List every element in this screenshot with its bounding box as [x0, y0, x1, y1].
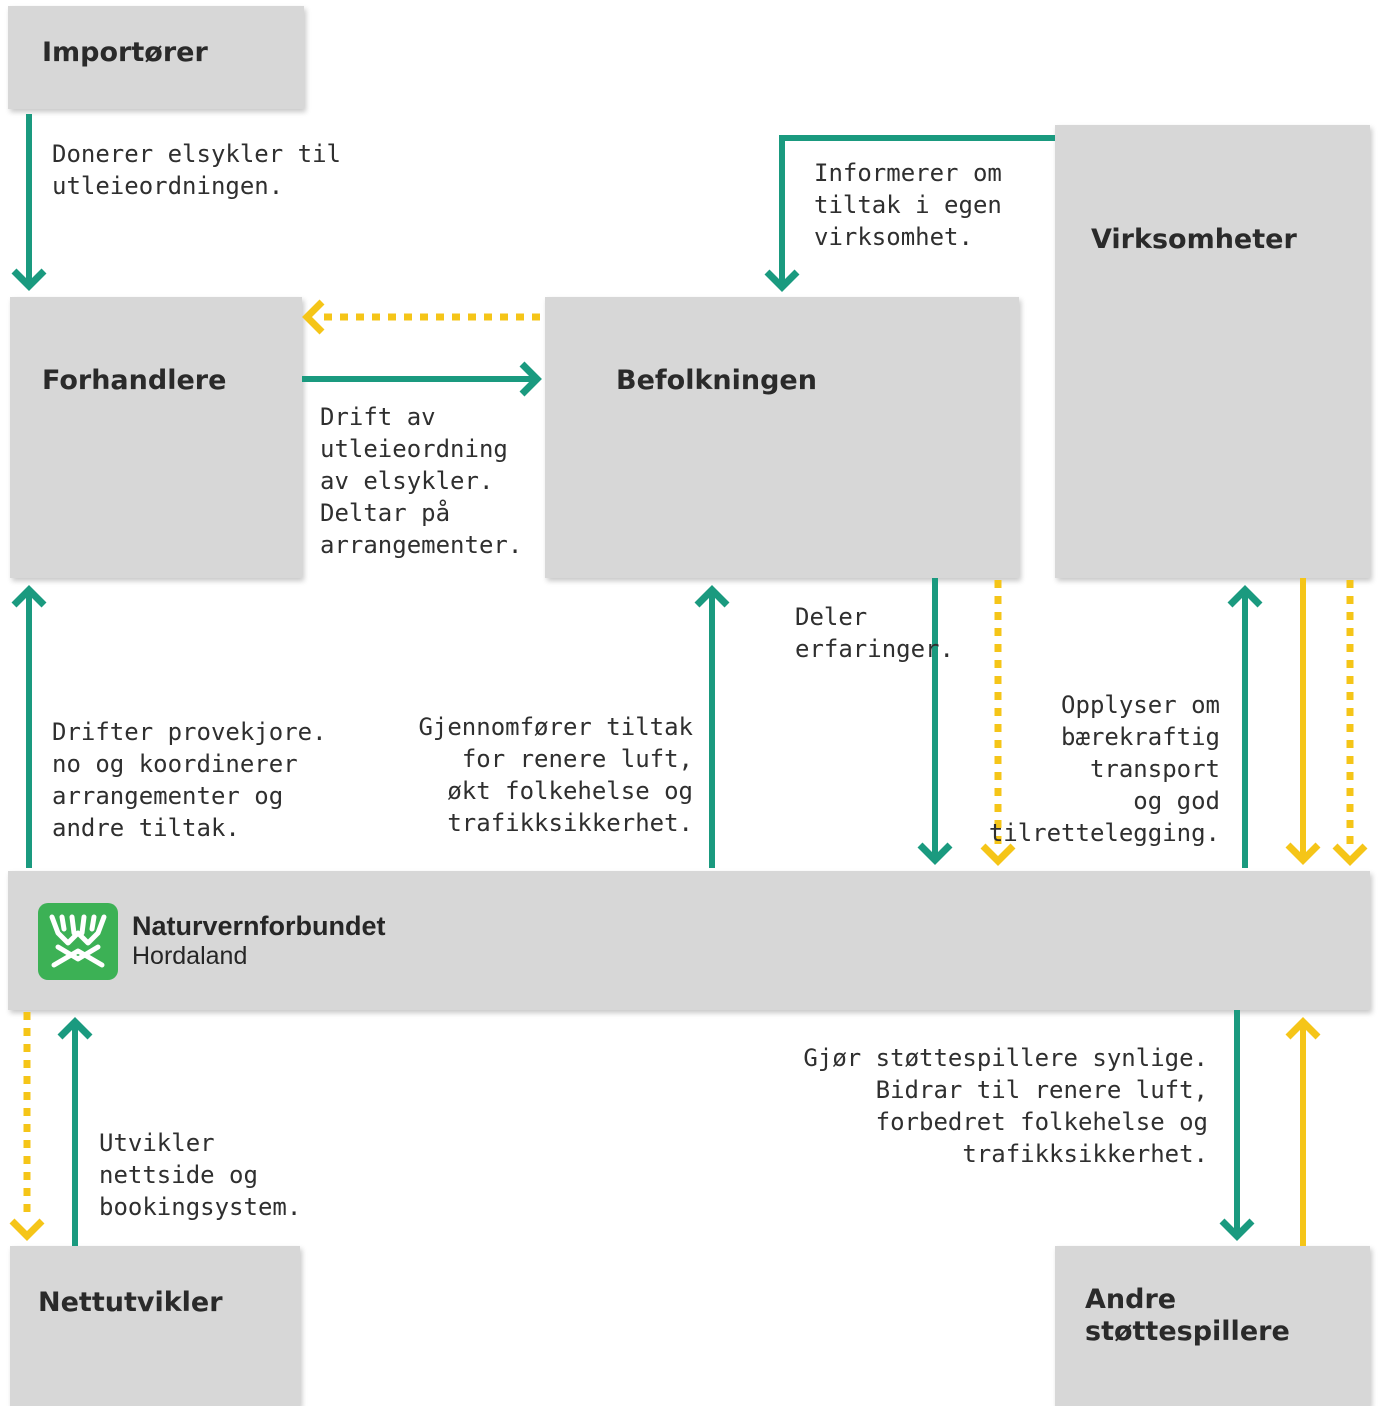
title-forhandlere: Forhandlere: [42, 365, 227, 396]
arrow-virksomheter-to-nvf-dotted: [1332, 580, 1368, 866]
antler-logo-icon: [38, 903, 118, 980]
arrow-nvf-to-forhandlere: [11, 585, 47, 868]
note-importorer-to-forhandlere: Donerer elsykler til utleieordningen.: [52, 140, 341, 200]
note-nvf-to-virksomheter: Opplyser om bærekraftig transport og god…: [988, 691, 1220, 847]
note-forhandlere-to-befolkningen: Drift av utleieordning av elsykler. Delt…: [320, 403, 523, 559]
arrow-forhandlere-to-befolkningen: [302, 361, 542, 397]
org-region: Hordaland: [132, 942, 248, 970]
box-nettutvikler: [10, 1246, 300, 1406]
org-name: Naturvernforbundet: [132, 911, 386, 941]
box-importorer: [8, 6, 304, 109]
box-naturvernforbundet: [8, 871, 1370, 1010]
arrow-befolkningen-to-nvf-dotted: [980, 580, 1016, 866]
note-nettutvikler-to-nvf: Utvikler nettside og bookingsystem.: [99, 1129, 302, 1221]
note-virksomheter-to-befolkningen: Informerer om tiltak i egen virksomhet.: [814, 159, 1002, 251]
box-andre-stottespillere: [1055, 1246, 1370, 1406]
note-nvf-to-andre: Gjør støttespillere synlige. Bidrar til …: [803, 1044, 1208, 1168]
arrow-nvf-to-andre: [1219, 1010, 1255, 1241]
note-nvf-to-befolkningen: Gjennomfører tiltak for renere luft, økt…: [418, 713, 693, 837]
arrow-andre-to-nvf-yellow: [1285, 1017, 1321, 1246]
arrow-importorer-to-forhandlere: [11, 114, 47, 291]
note-befolkningen-to-nvf: Deler erfaringer.: [795, 603, 954, 663]
arrow-befolkningen-to-nvf: [917, 578, 953, 865]
box-forhandlere: [10, 297, 302, 578]
title-importorer: Importører: [42, 37, 208, 68]
arrow-nvf-to-befolkningen: [694, 585, 730, 868]
arrow-nvf-to-virksomheter: [1227, 585, 1263, 868]
arrow-virksomheter-to-befolkningen: [764, 135, 1055, 292]
arrow-nvf-to-nettutvikler-dotted: [9, 1012, 45, 1241]
box-virksomheter: [1055, 125, 1370, 578]
note-nvf-to-forhandlere: Drifter provekjore. no og koordinerer ar…: [52, 718, 327, 842]
arrow-virksomheter-to-nvf-yellow: [1285, 578, 1321, 865]
title-nettutvikler: Nettutvikler: [38, 1287, 223, 1318]
title-befolkningen: Befolkningen: [616, 365, 817, 396]
title-virksomheter: Virksomheter: [1091, 224, 1297, 255]
title-andre-stottespillere: Andre støttespillere: [1085, 1284, 1290, 1347]
arrow-befolkningen-to-forhandlere-dotted: [302, 299, 540, 335]
box-befolkningen: [545, 297, 1019, 578]
antler-logo-icon: [49, 914, 107, 968]
arrow-nettutvikler-to-nvf: [57, 1017, 93, 1246]
